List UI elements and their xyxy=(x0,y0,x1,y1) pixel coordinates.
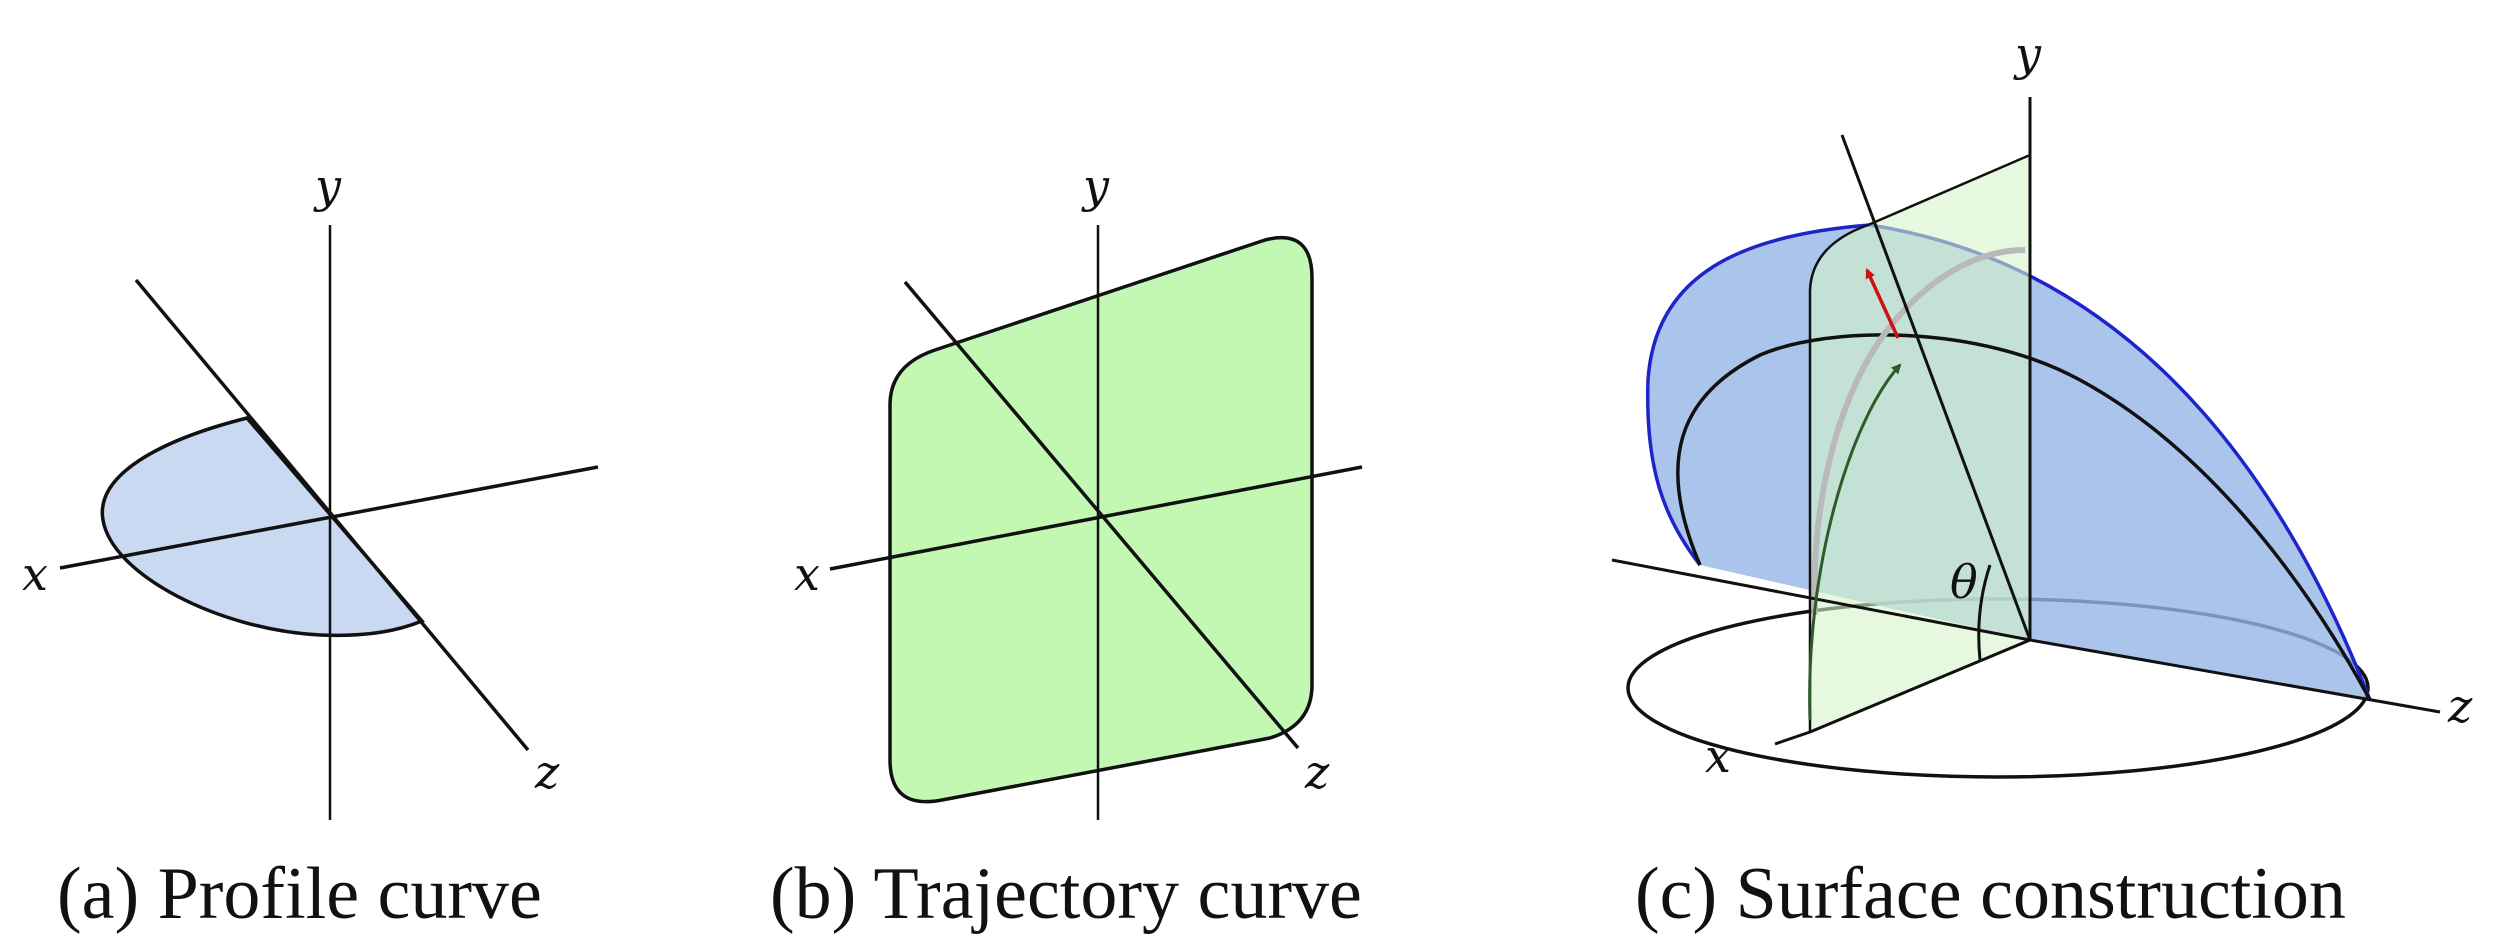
rotated-axis xyxy=(1840,134,2032,641)
caption-b: (b) Trajectory curve xyxy=(770,853,1362,935)
x-axis xyxy=(1611,558,2031,642)
surface-outline xyxy=(1645,223,2372,701)
y-axis-label: y xyxy=(1081,159,1110,213)
rotation-direction-arrow xyxy=(1808,363,1902,721)
x-axis-tick xyxy=(1774,730,1811,746)
y-axis-label: y xyxy=(313,159,342,213)
z-axis xyxy=(134,278,530,752)
y-axis-label: y xyxy=(2013,27,2042,81)
x-axis-label: x xyxy=(794,547,820,601)
inner-profile-arc xyxy=(1676,333,2372,701)
panel-c: θ y x z (c) Surface construction xyxy=(1611,27,2473,935)
x-axis-front xyxy=(1809,638,2031,734)
theta-arc xyxy=(1977,564,1992,661)
z-axis xyxy=(2029,638,2441,714)
trajectory-curve-fill xyxy=(888,235,1314,804)
profile-curve-fill xyxy=(100,416,425,638)
x-axis xyxy=(59,465,599,570)
z-axis-label: z xyxy=(2447,679,2473,733)
x-axis xyxy=(829,465,1363,571)
panel-a: y x z (a) Profile curve xyxy=(22,159,599,935)
caption-a: (a) Profile curve xyxy=(57,853,542,935)
profile-plane xyxy=(1808,153,2032,734)
z-axis xyxy=(903,280,1300,750)
panel-b: y x z (b) Trajectory curve xyxy=(770,159,1363,935)
profile-direction-arrow xyxy=(1865,268,1900,339)
x-axis-label: x xyxy=(1705,729,1731,783)
hidden-arc xyxy=(1811,247,2026,616)
caption-c: (c) Surface construction xyxy=(1635,853,2346,935)
z-axis-label: z xyxy=(1304,745,1330,799)
z-axis-label: z xyxy=(534,745,560,799)
theta-label: θ xyxy=(1950,555,1978,609)
x-axis-label: x xyxy=(22,547,48,601)
